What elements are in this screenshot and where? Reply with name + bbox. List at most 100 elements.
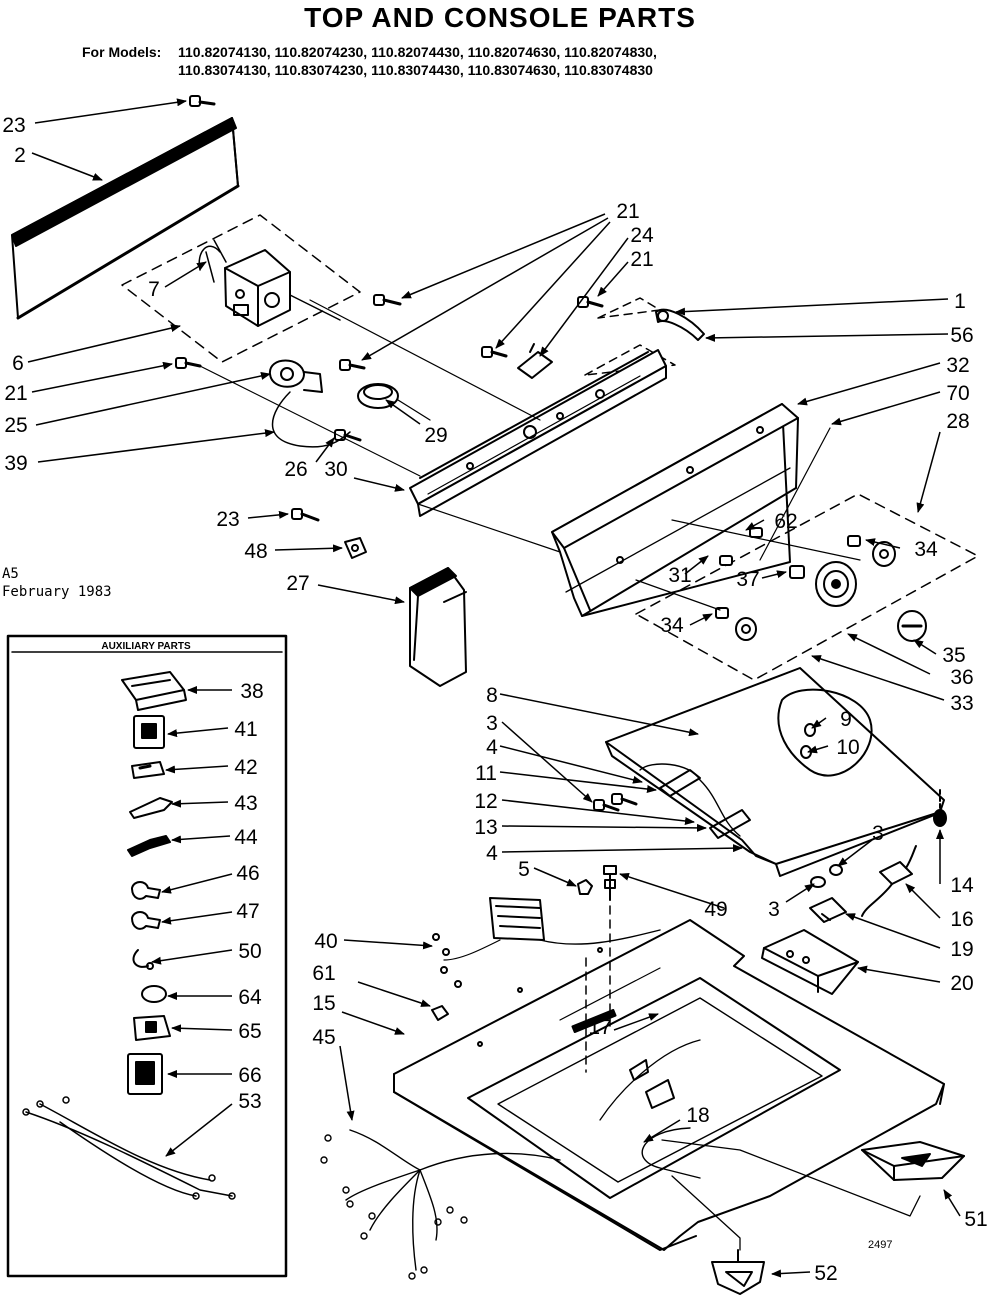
screw-part	[339, 359, 366, 371]
callout-15: 15	[312, 992, 335, 1015]
callout-3: 3	[768, 898, 780, 921]
models-line-2: 110.83074130, 110.83074230, 110.83074430…	[178, 62, 653, 78]
callout-3: 3	[872, 822, 884, 845]
callout-11: 11	[475, 762, 497, 785]
callout-31: 31	[668, 564, 691, 587]
knob-part	[815, 561, 857, 607]
callout-5: 5	[518, 858, 530, 881]
screw-part	[577, 296, 604, 308]
knob-part	[872, 541, 896, 567]
top-cover-part	[605, 667, 945, 877]
callout-4: 4	[486, 736, 498, 759]
side-bracket-part	[409, 567, 467, 687]
switch-part	[357, 383, 431, 421]
callout-52: 52	[814, 1262, 837, 1285]
aux-part-41	[133, 715, 165, 749]
callout-3: 3	[486, 712, 498, 735]
timer-part	[198, 239, 341, 327]
callout-43: 43	[234, 792, 257, 815]
callout-29: 29	[424, 424, 447, 447]
callout-21: 21	[4, 382, 27, 405]
foot-part	[711, 1249, 765, 1295]
callout-20: 20	[950, 972, 973, 995]
callout-36: 36	[950, 666, 973, 689]
callout-53: 53	[238, 1090, 261, 1113]
aux-part-47	[131, 911, 161, 930]
aux-part-65	[133, 1015, 171, 1041]
screw-part	[593, 799, 620, 812]
knob-part	[735, 617, 757, 641]
switch-part	[269, 359, 351, 448]
console-rail-part	[409, 349, 667, 517]
aux-part-44	[127, 835, 171, 857]
callout-7: 7	[148, 278, 160, 301]
main-top-part	[393, 919, 945, 1251]
callout-48: 48	[244, 540, 267, 563]
clip-part	[810, 864, 843, 888]
callout-13: 13	[474, 816, 497, 839]
clip-part	[933, 789, 947, 827]
harness-part	[320, 1129, 561, 1280]
page-title: TOP AND CONSOLE PARTS	[304, 2, 696, 33]
callout-1: 1	[954, 290, 966, 313]
aux-parts-title: AUXILIARY PARTS	[101, 641, 191, 652]
aux-part-66	[127, 1053, 163, 1095]
callout-28: 28	[946, 410, 969, 433]
callout-50: 50	[238, 940, 261, 963]
callout-70: 70	[946, 382, 969, 405]
rear-panel-part	[11, 117, 240, 320]
callout-62: 62	[774, 510, 797, 533]
callout-19: 19	[950, 938, 973, 961]
callout-44: 44	[234, 826, 258, 849]
aux-part-38	[121, 671, 187, 711]
callout-16: 16	[950, 908, 973, 931]
clip-part	[344, 537, 367, 559]
aux-part-64	[141, 985, 167, 1003]
screw-part	[373, 294, 402, 306]
nut-part	[431, 1005, 449, 1021]
screw-part	[611, 793, 638, 806]
callout-10: 10	[836, 736, 859, 759]
diagram-code: 2497	[868, 1239, 892, 1251]
aux-part-42	[131, 761, 165, 779]
callout-26: 26	[284, 458, 307, 481]
callout-32: 32	[946, 354, 969, 377]
callout-17: 17	[588, 1016, 611, 1039]
callout-24: 24	[630, 224, 654, 247]
callout-18: 18	[686, 1104, 709, 1127]
screw-part	[291, 508, 320, 522]
models-prefix: For Models:	[82, 44, 162, 60]
callout-64: 64	[238, 986, 262, 1009]
callout-33: 33	[950, 692, 973, 715]
callout-37: 37	[736, 568, 759, 591]
callout-14: 14	[950, 874, 974, 897]
callout-39: 39	[4, 452, 27, 475]
aux-part-53	[22, 1096, 236, 1200]
callout-65: 65	[238, 1020, 261, 1043]
callout-61: 61	[312, 962, 335, 985]
callout-21: 21	[630, 248, 653, 271]
switch-box-part	[761, 929, 859, 995]
aux-part-50	[132, 949, 154, 970]
stamp-code: A5	[2, 566, 19, 582]
callout-34: 34	[914, 538, 938, 561]
callout-34: 34	[660, 614, 684, 637]
callout-40: 40	[314, 930, 337, 953]
clip-part	[517, 343, 553, 379]
callout-42: 42	[234, 756, 257, 779]
screw-part	[175, 357, 202, 369]
callout-9: 9	[840, 708, 852, 731]
callout-25: 25	[4, 414, 27, 437]
callout-23: 23	[2, 114, 25, 137]
models-line-1: 110.82074130, 110.82074230, 110.82074430…	[178, 44, 657, 60]
screw-part	[189, 95, 216, 107]
callout-27: 27	[286, 572, 309, 595]
lid-switch-part	[809, 897, 847, 923]
callout-2: 2	[14, 144, 26, 167]
callout-12: 12	[474, 790, 497, 813]
callout-8: 8	[486, 684, 498, 707]
callout-46: 46	[236, 862, 259, 885]
callout-41: 41	[234, 718, 257, 741]
callout-51: 51	[964, 1208, 987, 1231]
